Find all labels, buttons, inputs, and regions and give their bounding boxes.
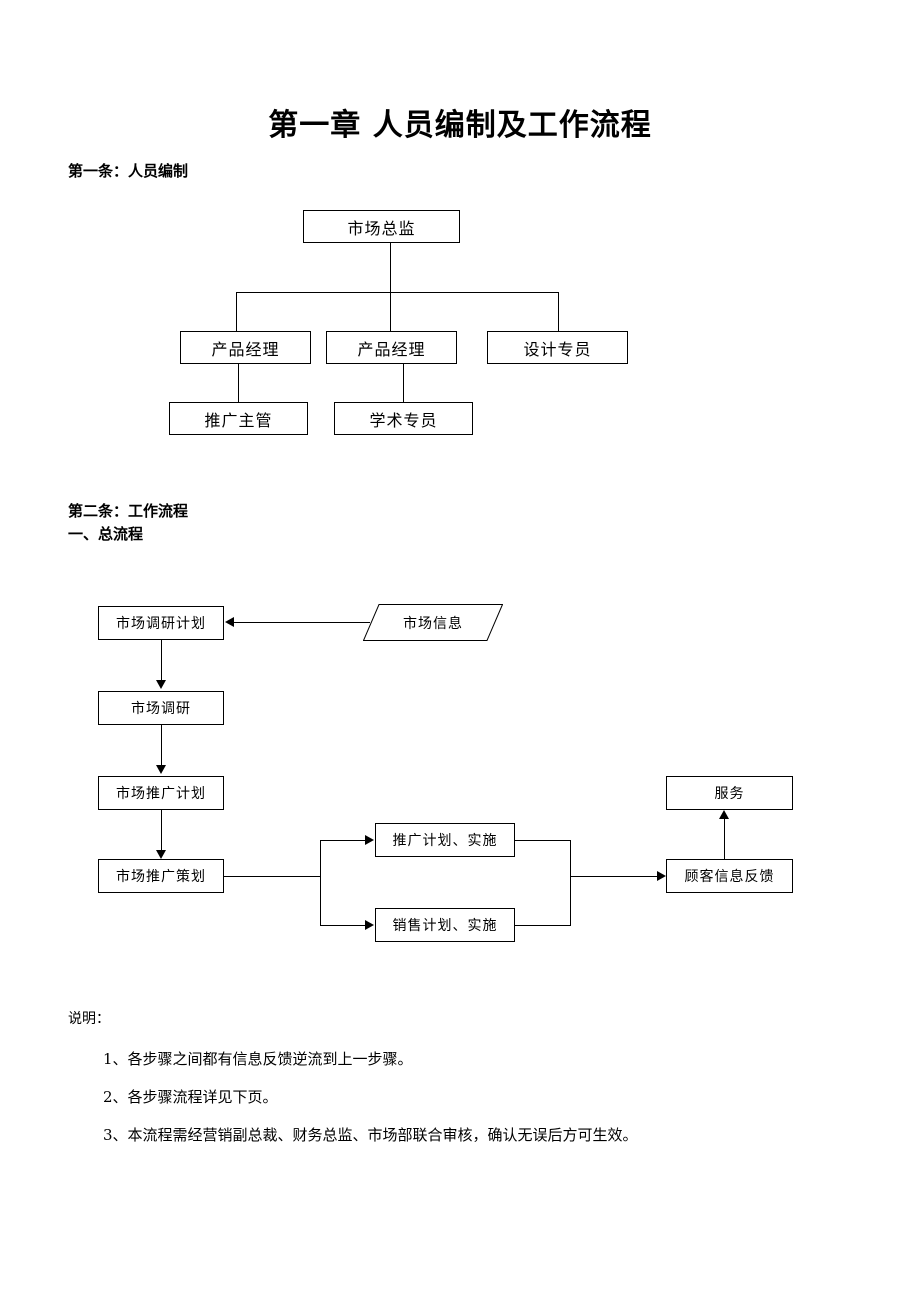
flow-arrowhead-merge-to-feedback: [657, 871, 666, 881]
flow-node-market-information: 市场信息: [363, 604, 503, 641]
org-node-promotion-supervisor: 推广主管: [169, 402, 308, 435]
notes-label: 说明：: [68, 1011, 110, 1027]
org-node-product-manager-2: 产品经理: [326, 331, 457, 364]
flow-node-promotion-plan: 市场推广计划: [98, 776, 224, 810]
flow-arrowhead-feedback-to-service: [719, 810, 729, 819]
flow-edge-merge-riser: [570, 840, 571, 926]
flow-node-promotion-execution: 推广计划、实施: [375, 823, 515, 857]
flow-arrowhead-info-to-plan: [225, 617, 234, 627]
flow-node-customer-feedback: 顾客信息反馈: [666, 859, 793, 893]
flow-node-market-information-label: 市场信息: [403, 615, 463, 632]
flow-node-market-research-plan: 市场调研计划: [98, 606, 224, 640]
clause-two-heading: 第二条：工作流程: [68, 502, 189, 520]
parallelogram-shape: [363, 604, 503, 641]
org-connector-trunk: [390, 243, 391, 292]
flow-node-market-research: 市场调研: [98, 691, 224, 725]
flow-arrowhead-split-to-promotion: [365, 835, 374, 845]
flow-edge-feedback-to-service: [724, 819, 725, 859]
org-connector-pm2-to-academic: [403, 364, 404, 402]
org-connector-drop-mid: [390, 292, 391, 332]
note-item: 2、各步骤流程详见下页。: [103, 1088, 278, 1106]
flow-edge-merge-to-feedback: [570, 876, 660, 877]
flow-edge-plan-to-research: [161, 640, 162, 682]
flow-edge-split-to-promotion: [320, 840, 366, 841]
flow-arrowhead-research-to-promo-plan: [156, 765, 166, 774]
org-connector-pm1-to-promotion: [238, 364, 239, 402]
org-connector-drop-right: [558, 292, 559, 332]
page-title: 第一章 人员编制及工作流程: [268, 108, 652, 143]
flow-node-sales-execution: 销售计划、实施: [375, 908, 515, 942]
flow-edge-sales-to-merge: [515, 925, 570, 926]
flow-edge-research-to-promo-plan: [161, 725, 162, 767]
org-node-academic-specialist: 学术专员: [334, 402, 473, 435]
flow-edge-planning-to-split: [224, 876, 320, 877]
org-node-product-manager-1: 产品经理: [180, 331, 311, 364]
flow-arrowhead-split-to-sales: [365, 920, 374, 930]
flow-arrowhead-promo-plan-to-planning: [156, 850, 166, 859]
flow-edge-info-to-plan: [234, 622, 370, 623]
org-connector-bus: [236, 292, 559, 293]
section-one-heading: 一、总流程: [68, 525, 144, 543]
note-item: 1、各步骤之间都有信息反馈逆流到上一步骤。: [103, 1050, 413, 1068]
org-node-market-director: 市场总监: [303, 210, 460, 243]
flow-edge-promotion-to-merge: [515, 840, 570, 841]
clause-one-heading: 第一条：人员编制: [68, 162, 189, 180]
flow-arrowhead-plan-to-research: [156, 680, 166, 689]
org-node-design-specialist: 设计专员: [487, 331, 628, 364]
flow-edge-split-to-sales: [320, 925, 366, 926]
flow-node-promotion-planning: 市场推广策划: [98, 859, 224, 893]
flow-edge-split-riser: [320, 840, 321, 926]
org-connector-drop-left: [236, 292, 237, 332]
flow-node-service: 服务: [666, 776, 793, 810]
note-item: 3、本流程需经营销副总裁、财务总监、市场部联合审核，确认无误后方可生效。: [103, 1126, 638, 1144]
flow-edge-promo-plan-to-planning: [161, 810, 162, 854]
